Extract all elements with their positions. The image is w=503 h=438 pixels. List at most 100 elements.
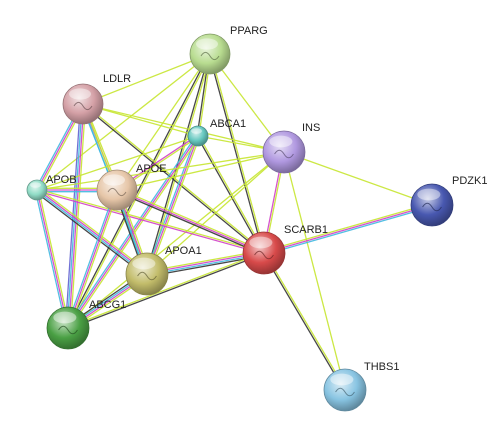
edge-line-experiments [37,188,148,274]
node-label: INS [302,122,320,134]
edge-line-textmining [83,102,265,253]
node-circle [410,183,454,227]
edge-pparg-abcg1[interactable] [66,53,212,329]
edge-line-textmining [146,151,285,275]
node-label: LDLR [103,73,131,85]
edge-abcg1-scarb1[interactable] [67,251,265,330]
edge-line-textmining [82,103,285,153]
edge-apob-apoa1[interactable] [35,187,149,277]
edge-ins-apoa1[interactable] [146,151,285,275]
node-circle [187,125,209,147]
edge-line-experiments [146,135,199,275]
edge-line-coexpression [196,136,264,254]
edge-line-textmining [38,189,71,328]
node-apob[interactable]: APOB [26,174,77,201]
node-ldlr[interactable]: LDLR [62,73,131,125]
edge-line-textmining [283,151,346,391]
structure-icon [335,387,355,397]
node-label: ABCA1 [210,118,246,130]
node-abca1[interactable]: ABCA1 [187,118,246,147]
edge-line-textmining [37,188,265,253]
edge-ins-apoe[interactable] [116,151,285,191]
edge-line-textmining [36,53,211,191]
edge-line-databases [144,135,198,274]
edge-line-coexpression [66,53,210,328]
node-circle [323,368,367,412]
edge-line-databases [36,190,147,276]
structure-icon [58,325,78,335]
structure-icon [137,271,157,281]
edge-pparg-scarb1[interactable] [208,53,266,254]
edge-line-textmining [82,53,211,105]
node-label: PPARG [230,25,268,37]
edge-apoe-abcg1[interactable] [65,189,120,329]
node-ins[interactable]: INS [262,122,320,174]
node-label: APOA1 [165,245,202,257]
node-label: APOB [46,174,77,186]
edge-line-textmining [36,135,199,191]
node-circle [96,169,138,211]
edge-line-coexpression [208,54,264,254]
edge-apob-scarb1[interactable] [36,188,265,255]
node-scarb1[interactable]: SCARB1 [242,224,328,275]
edge-line-textmining [116,151,285,191]
node-highlight [191,128,202,134]
edge-line-textmining [68,54,212,329]
edge-line-databases [264,206,433,256]
edge-apob-abcg1[interactable] [34,189,71,329]
edge-pparg-apob[interactable] [36,53,211,191]
edge-line-coexpression [68,253,265,330]
node-highlight [196,38,218,50]
structure-icon [254,250,274,260]
edge-abca1-apoa1[interactable] [144,135,201,275]
edge-abca1-apob[interactable] [36,135,199,191]
edge-ldlr-scarb1[interactable] [82,102,265,255]
node-apoa1[interactable]: APOA1 [125,245,202,296]
node-label: THBS1 [364,361,399,373]
node-label: SCARB1 [284,224,328,236]
edge-line-experiments [36,190,264,255]
node-circle [26,179,48,201]
edge-line-textmining [147,136,201,275]
node-apoe[interactable]: APOE [96,163,167,211]
edge-line-textmining [117,187,265,253]
edge-line-experiments [67,189,118,329]
edge-ins-thbs1[interactable] [283,151,346,391]
node-highlight [132,257,156,270]
edge-line-textmining [67,251,264,328]
edge-line-databases [34,190,67,329]
node-highlight [69,88,91,100]
node-thbs1[interactable]: THBS1 [323,361,399,412]
edge-line-experiments [263,204,433,254]
edge-line-textmining [69,104,87,329]
node-circle [189,33,231,75]
structure-icon [274,149,294,159]
edge-ins-abcg1[interactable] [67,151,285,329]
edge-scarb1-thbs1[interactable] [262,252,347,391]
edge-line-databases [65,189,117,328]
edge-scarb1-pdzk1[interactable] [263,202,433,256]
edge-ins-apob[interactable] [36,151,285,191]
node-circle [46,306,90,350]
edge-line-textmining [210,53,266,253]
edge-line-textmining [283,151,433,206]
edge-line-experiments [116,189,265,254]
edge-line-textmining [68,190,120,329]
node-pdzk1[interactable]: PDZK1 [410,175,487,227]
node-label: ABCG1 [89,299,126,311]
node-pparg[interactable]: PPARG [189,25,268,75]
node-highlight [30,182,41,188]
edge-line-coexpression [82,104,264,255]
edge-ins-pdzk1[interactable] [283,151,433,206]
edge-ldlr-ins[interactable] [82,103,285,153]
edge-layer [34,53,433,391]
edge-line-textmining [116,53,211,191]
edge-pparg-apoe[interactable] [116,53,211,191]
edge-pparg-ldlr[interactable] [82,53,211,105]
node-abcg1[interactable]: ABCG1 [46,299,126,350]
edge-apoe-scarb1[interactable] [116,187,265,256]
node-highlight [417,188,441,201]
node-label: APOE [136,163,167,175]
edge-line-databases [66,134,198,328]
